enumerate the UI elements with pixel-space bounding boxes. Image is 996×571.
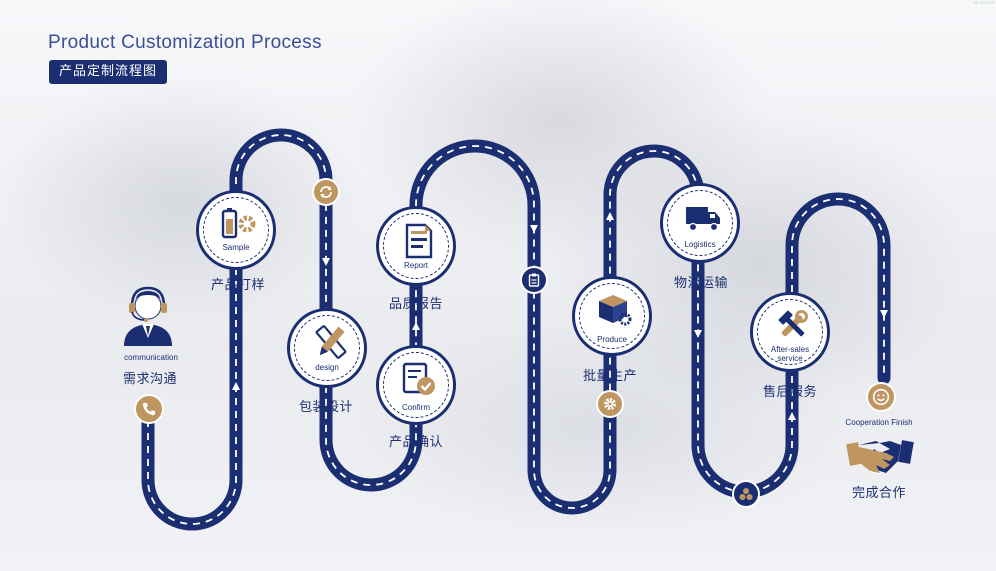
after-sales-tools-icon (778, 310, 808, 337)
produce-label-en: Produce (597, 335, 627, 344)
refresh-badge (312, 178, 340, 206)
report-node: Report (376, 206, 456, 286)
after-sales-label-en-2: service (777, 354, 803, 363)
clipboard-icon (528, 273, 540, 287)
phone-icon (142, 402, 156, 416)
customer-service-icon (124, 286, 172, 346)
communication-label-cn: 需求沟通 (122, 372, 178, 387)
produce-node: Produce (572, 276, 652, 356)
report-label-cn: 品质报告 (388, 297, 444, 312)
report-document-icon (405, 223, 433, 259)
report-label-en: Report (403, 261, 428, 270)
design-node: design (287, 308, 367, 388)
communication-label-en: communication (124, 353, 178, 362)
logistics-node: Logistics (660, 183, 740, 263)
corner-logo-mark: ▭ ▭▭▭ (973, 0, 995, 6)
finish-label-cn: 完成合作 (851, 486, 907, 501)
finish-label-en: Cooperation Finish (845, 418, 913, 427)
clipboard-badge (520, 266, 548, 294)
logistics-truck-icon (686, 207, 720, 232)
design-ruler-pencil-icon (315, 325, 347, 359)
handshake-figure (846, 431, 914, 477)
sample-label-cn: 产品打样 (210, 278, 266, 293)
settings-badge (596, 390, 624, 418)
customer-service-figure (118, 284, 178, 348)
sample-node: Sample (196, 190, 276, 270)
after-sales-label-en-1: After-sales (770, 345, 810, 354)
logistics-label-cn: 物流运输 (673, 276, 729, 291)
phone-badge (134, 394, 164, 424)
logistics-label-en: Logistics (684, 240, 716, 249)
after-sales-node: After-sales service (750, 292, 830, 372)
confirm-label-en: Confirm (401, 403, 430, 412)
refresh-icon (320, 186, 332, 198)
gear-icon (604, 398, 616, 410)
handshake-icon (846, 440, 914, 475)
road-path (141, 128, 891, 531)
design-label-cn: 包装设计 (298, 400, 354, 415)
design-label-en: design (315, 363, 339, 372)
confirm-label-cn: 产品确认 (388, 435, 444, 450)
road-direction-arrows (232, 212, 888, 420)
page-title-en: Product Customization Process (48, 32, 322, 53)
cubes-badge (732, 480, 760, 508)
smile-icon (872, 388, 890, 406)
confirm-node: Confirm (376, 345, 456, 425)
sample-label-en: Sample (222, 243, 250, 252)
smile-badge (866, 382, 896, 412)
cubes-icon (739, 488, 753, 500)
produce-box-icon (599, 295, 632, 326)
sample-battery-gear-icon (221, 208, 256, 239)
after-sales-label-cn: 售后服务 (762, 385, 818, 400)
produce-label-cn: 批量生产 (582, 369, 638, 384)
page-title-cn: 产品定制流程图 (49, 60, 168, 84)
confirm-check-icon (402, 362, 435, 395)
